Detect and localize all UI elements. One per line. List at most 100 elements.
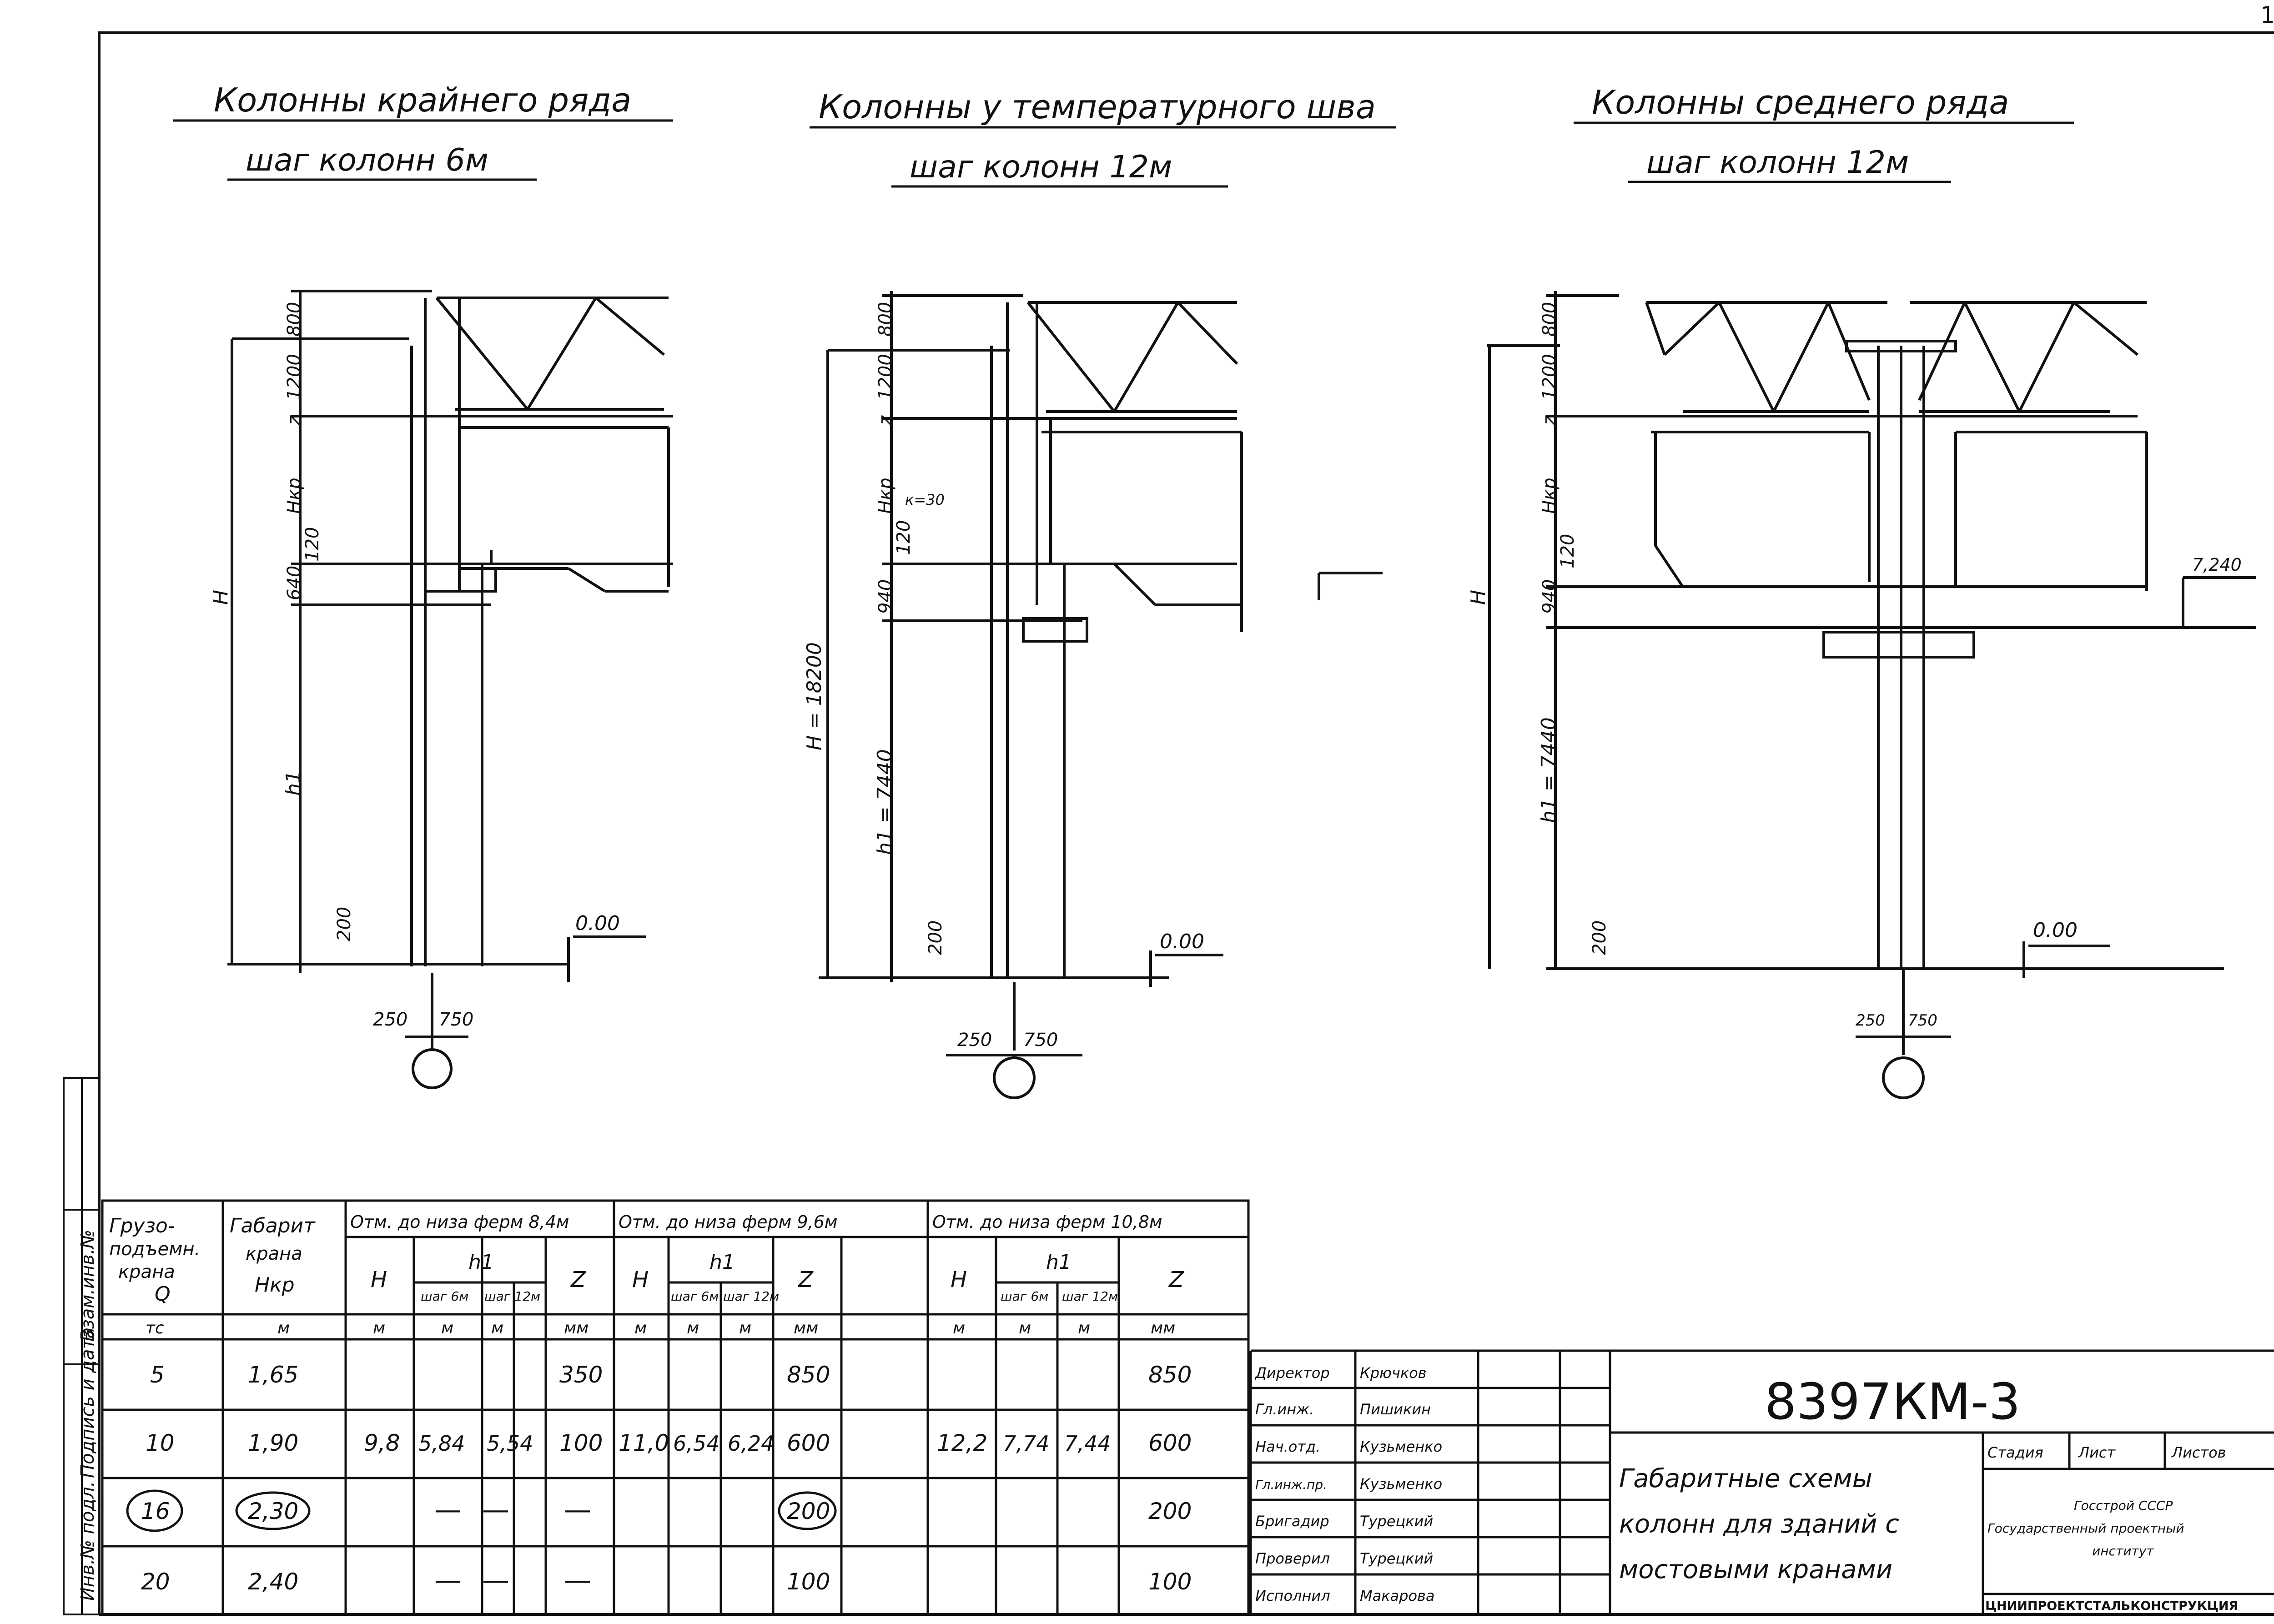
r4-g1-h6: — [434,1564,462,1596]
r1-hkr: 1,65 [248,1362,298,1388]
s1-dim-H: H [209,590,232,605]
unit-g3-H: м [953,1319,965,1337]
th-gruz-2: подъемн. [109,1239,200,1260]
s1-dim-750: 750 [439,1009,473,1030]
title-block-grid [1249,1349,2274,1614]
r4-g1-z: — [564,1564,591,1596]
stamp-name-1: Крючков [1360,1364,1427,1382]
stamp-role-5: Бригадир [1255,1513,1329,1530]
r3-g1-z: — [564,1494,591,1526]
title-2: Колонны у температурного шва шаг колонн … [810,88,1396,188]
unit-g1-z: мм [564,1319,589,1337]
title-block-persons: Директор Крючков Гл.инж. Пишикин Нач.отд… [1254,1364,1442,1604]
th-g1-h1: h1 [468,1251,494,1274]
th-g1-Z: Z [570,1267,586,1292]
g1-H: 9,8 [364,1430,400,1456]
r4-hkr: 2,40 [248,1569,298,1595]
th-g2-sh12: шаг 12м [723,1289,779,1304]
r4-g1-h12: — [482,1564,509,1596]
col-sheet: Лист [2078,1444,2116,1461]
th-group-2: Отм. до низа ферм 9,6м [619,1212,837,1232]
scheme-3-linework [1487,291,2256,1099]
r4-q: 20 [141,1569,170,1595]
unit-gab: м [277,1319,290,1337]
s3-dim-750: 750 [1908,1011,1937,1030]
s2-dim-250: 250 [957,1030,992,1051]
sheet-number: 1 [2260,2,2274,28]
g2-h6: 6,54 [673,1431,719,1456]
title-3-line2: шаг колонн 12м [1646,145,1909,181]
unit-g3-h12: м [1078,1319,1090,1337]
th-group-3: Отм. до низа ферм 10,8м [932,1212,1162,1232]
stamp-role-4: Гл.инж.пр. [1255,1477,1327,1492]
org-1: Госстрой СССР [2074,1498,2173,1513]
s1-level-zero: 0.00 [575,912,620,935]
g2-h12: 6,24 [728,1431,774,1456]
drawing-title-1: Габаритные схемы [1619,1464,1872,1493]
s2-dim-hkr: Hкр [875,478,896,514]
r2-g3-z: 600 [1148,1430,1192,1456]
s2-dim-800: 800 [875,302,896,337]
title-3: Колонны среднего ряда шаг колонн 12м [1574,83,2074,183]
unit-g2-H: м [634,1319,647,1337]
th-g2-sh6: шаг 6м [671,1289,719,1304]
title-1: Колонны крайнего ряда шаг колонн 6м [173,81,673,181]
stamp-name-7: Макарова [1360,1587,1435,1604]
unit-g2-h6: м [687,1319,699,1337]
stamp-role-2: Гл.инж. [1255,1401,1314,1418]
r1-q: 5 [150,1362,165,1388]
th-g3-Z: Z [1168,1267,1184,1292]
crane-table-grid [101,1199,1250,1616]
s1-dim-800: 800 [284,302,305,337]
scheme-1-linework [227,290,673,1089]
g1-h6: 5,84 [418,1431,465,1456]
s2-dim-120: 120 [893,520,914,555]
r2-g2-z: 600 [787,1430,830,1456]
th-g2-H: H [632,1267,649,1292]
r3-g1-h6: — [434,1494,462,1526]
s3-dim-h1-value: h1 = 7440 [1537,717,1560,823]
title-1-line2: шаг колонн 6м [246,142,488,178]
unit-g1-H: м [373,1319,385,1337]
s3-dim-hkr: Hкр [1539,478,1560,514]
th-g3-H: H [951,1267,967,1292]
r3-g1-h12: — [482,1494,509,1526]
scheme-2-linework [819,291,1383,1099]
stamp-role-1: Директор [1254,1364,1330,1382]
g3-h6: 7,74 [1003,1431,1049,1456]
g3-h12: 7,44 [1064,1431,1111,1456]
th-g2-h1: h1 [709,1251,735,1274]
th-g3-h1: h1 [1046,1251,1072,1274]
unit-g2-h12: м [739,1319,751,1337]
scheme-3-labels: 800 1200 z Hкр 120 940 H h1 = 7440 200 0… [1467,302,2242,1030]
r1-g3-z: 850 [1148,1362,1192,1388]
stamp-role-7: Исполнил [1255,1587,1330,1604]
stamp-role-6: Проверил [1255,1550,1330,1567]
stamp-name-3: Кузьменко [1360,1438,1442,1455]
s2-dim-kr30: к=30 [905,491,945,508]
s2-dim-750: 750 [1023,1030,1058,1051]
unit-g2-z: мм [794,1319,818,1337]
s1-dim-z: z [284,415,305,426]
unit-g3-z: мм [1151,1319,1175,1337]
th-g1-sh12: шаг 12м [484,1289,540,1304]
scheme-2-labels: 800 1200 z Hкр к=30 120 940 H = 18200 h1… [803,302,1204,1051]
side-stamp-replace: Взам.инв.№ [77,1230,98,1342]
drawing-title-2: колонн для зданий с [1619,1509,1899,1539]
col-stage: Стадия [1987,1444,2043,1461]
s2-dim-h1-value: h1 = 7440 [873,749,896,855]
scheme-1-labels: 800 1200 z Hкр 120 640 H h1 200 0.00 250… [209,302,620,1030]
s2-level-zero: 0.00 [1160,930,1204,953]
side-stamp [63,1077,100,1615]
s1-dim-250: 250 [373,1009,408,1030]
unit-g3-h6: м [1019,1319,1031,1337]
s1-dim-200: 200 [334,907,355,941]
title-3-line1: Колонны среднего ряда [1592,83,2009,121]
r1-g1-z: 350 [559,1362,603,1388]
unit-q: тс [146,1319,164,1337]
r2-hkr: 1,90 [248,1430,298,1456]
s3-level-zero: 0.00 [2033,919,2078,942]
th-gruz-1: Грузо- [109,1214,175,1237]
crane-table-text: Грузо- подъемн. крана Q Габарит крана Hк… [109,1212,1192,1596]
